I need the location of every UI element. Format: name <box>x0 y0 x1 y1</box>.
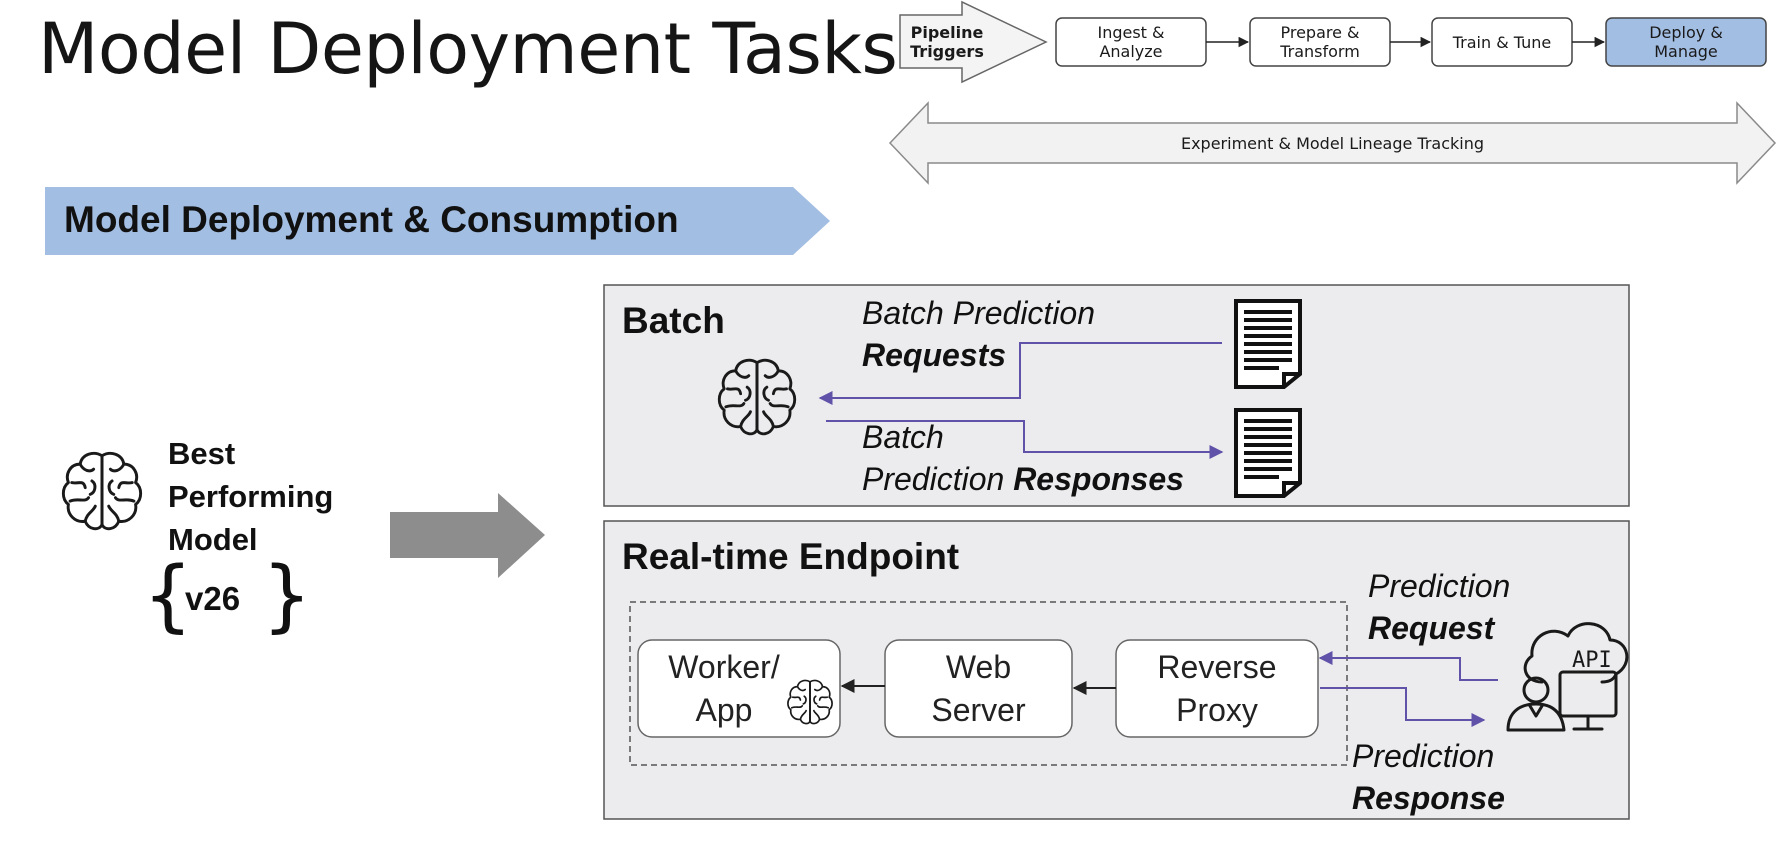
pipeline-step-deploy-label: Deploy & Manage <box>1649 23 1723 61</box>
worker-app-box <box>637 639 841 738</box>
model-label: Best Performing Model <box>168 432 333 561</box>
section-ribbon-label: Model Deployment & Consumption <box>64 199 679 240</box>
batch-response-label-line2: Prediction <box>862 461 1014 497</box>
batch-request-document-icon <box>1236 301 1300 387</box>
prediction-request-arrow <box>1318 651 1498 681</box>
model-label-line: Performing <box>168 479 334 514</box>
model-brain-icon <box>61 451 143 531</box>
pipeline-step-train-label: Train & Tune <box>1452 32 1552 52</box>
prediction-response-label: Prediction Response <box>1352 735 1505 819</box>
version-left-brace: { <box>143 551 193 641</box>
prediction-response-label-line2: Response <box>1352 780 1505 816</box>
web-server-box <box>884 639 1073 738</box>
prediction-request-label-line1: Prediction <box>1368 568 1511 604</box>
worker-app-label: Worker/ App <box>668 648 780 728</box>
batch-request-arrow <box>818 342 1222 405</box>
model-version: v26 <box>185 580 241 617</box>
batch-title: Batch <box>622 300 725 341</box>
pipeline-step-prepare-label: Prepare & Transform <box>1280 23 1360 61</box>
lineage-double-arrow <box>888 101 1777 185</box>
pipeline-trigger-arrow <box>899 0 1048 84</box>
prediction-request-label-line2: Request <box>1368 610 1495 646</box>
batch-request-label-line1: Batch Prediction <box>862 295 1096 331</box>
model-label-line: Model <box>168 522 258 557</box>
batch-response-label-line1: Batch <box>862 419 944 455</box>
batch-response-arrow <box>826 420 1224 459</box>
prediction-response-label-line1: Prediction <box>1352 738 1495 774</box>
api-icon-text: API <box>1572 648 1612 673</box>
section-ribbon <box>45 187 830 255</box>
lineage-label: Experiment & Model Lineage Tracking <box>1180 133 1485 153</box>
api-client-icon <box>1506 622 1629 732</box>
pipeline-step-ingest-label: Ingest & Analyze <box>1097 23 1165 61</box>
batch-response-label-line2-bold: Responses <box>1013 461 1184 497</box>
batch-request-label: Batch Prediction Requests <box>862 292 1095 376</box>
version-right-brace: } <box>262 551 312 641</box>
prediction-response-arrow <box>1320 687 1486 727</box>
reverse-proxy-label: Reverse Proxy <box>1157 648 1277 728</box>
pipeline-step-deploy <box>1605 17 1767 67</box>
batch-panel <box>603 284 1630 507</box>
pipeline-trigger-label: Pipeline Triggers <box>910 23 984 61</box>
batch-request-label-line2: Requests <box>862 337 1007 373</box>
batch-response-document-icon <box>1236 410 1300 496</box>
batch-response-label: Batch Prediction Responses <box>862 416 1184 500</box>
realtime-title: Real-time Endpoint <box>622 536 960 577</box>
page-title: Model Deployment Tasks <box>38 8 898 90</box>
prediction-request-label: Prediction Request <box>1368 565 1510 649</box>
deploy-big-arrow <box>390 493 545 578</box>
web-server-label: Web Server <box>931 648 1026 728</box>
model-label-line: Best <box>168 436 236 471</box>
